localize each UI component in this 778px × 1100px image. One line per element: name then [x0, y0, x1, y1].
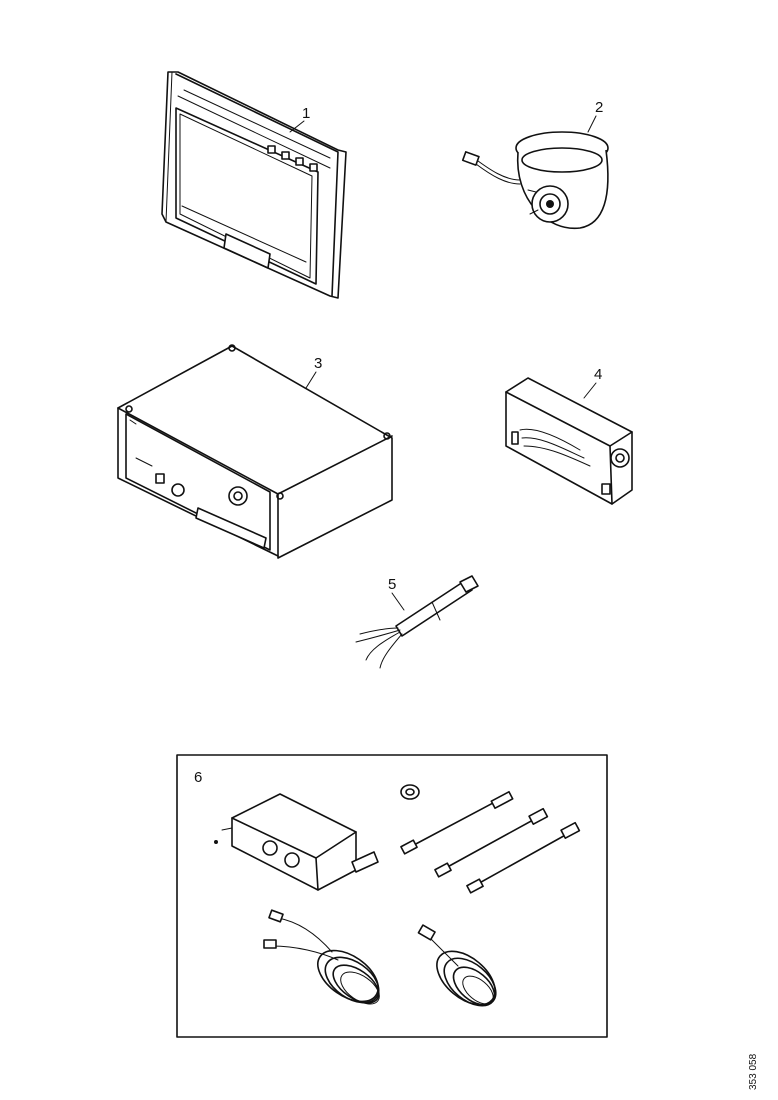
monitor-icon [161, 71, 347, 299]
control-unit-icon [117, 344, 393, 559]
part-6-label: 6 [194, 769, 202, 786]
part-5-label: 5 [388, 576, 396, 593]
kit-frame [176, 754, 608, 1038]
part-2-label: 2 [595, 99, 603, 116]
junction-box-icon [505, 377, 633, 505]
part-1-label: 1 [302, 105, 310, 122]
drawing-code: 353 058 [748, 1053, 759, 1091]
part-3-label: 3 [314, 355, 322, 372]
part-4-label: 4 [594, 366, 602, 383]
dome-camera-icon [461, 131, 609, 230]
installation-kit-icon [214, 784, 581, 1007]
cable-harness-icon [355, 575, 479, 669]
